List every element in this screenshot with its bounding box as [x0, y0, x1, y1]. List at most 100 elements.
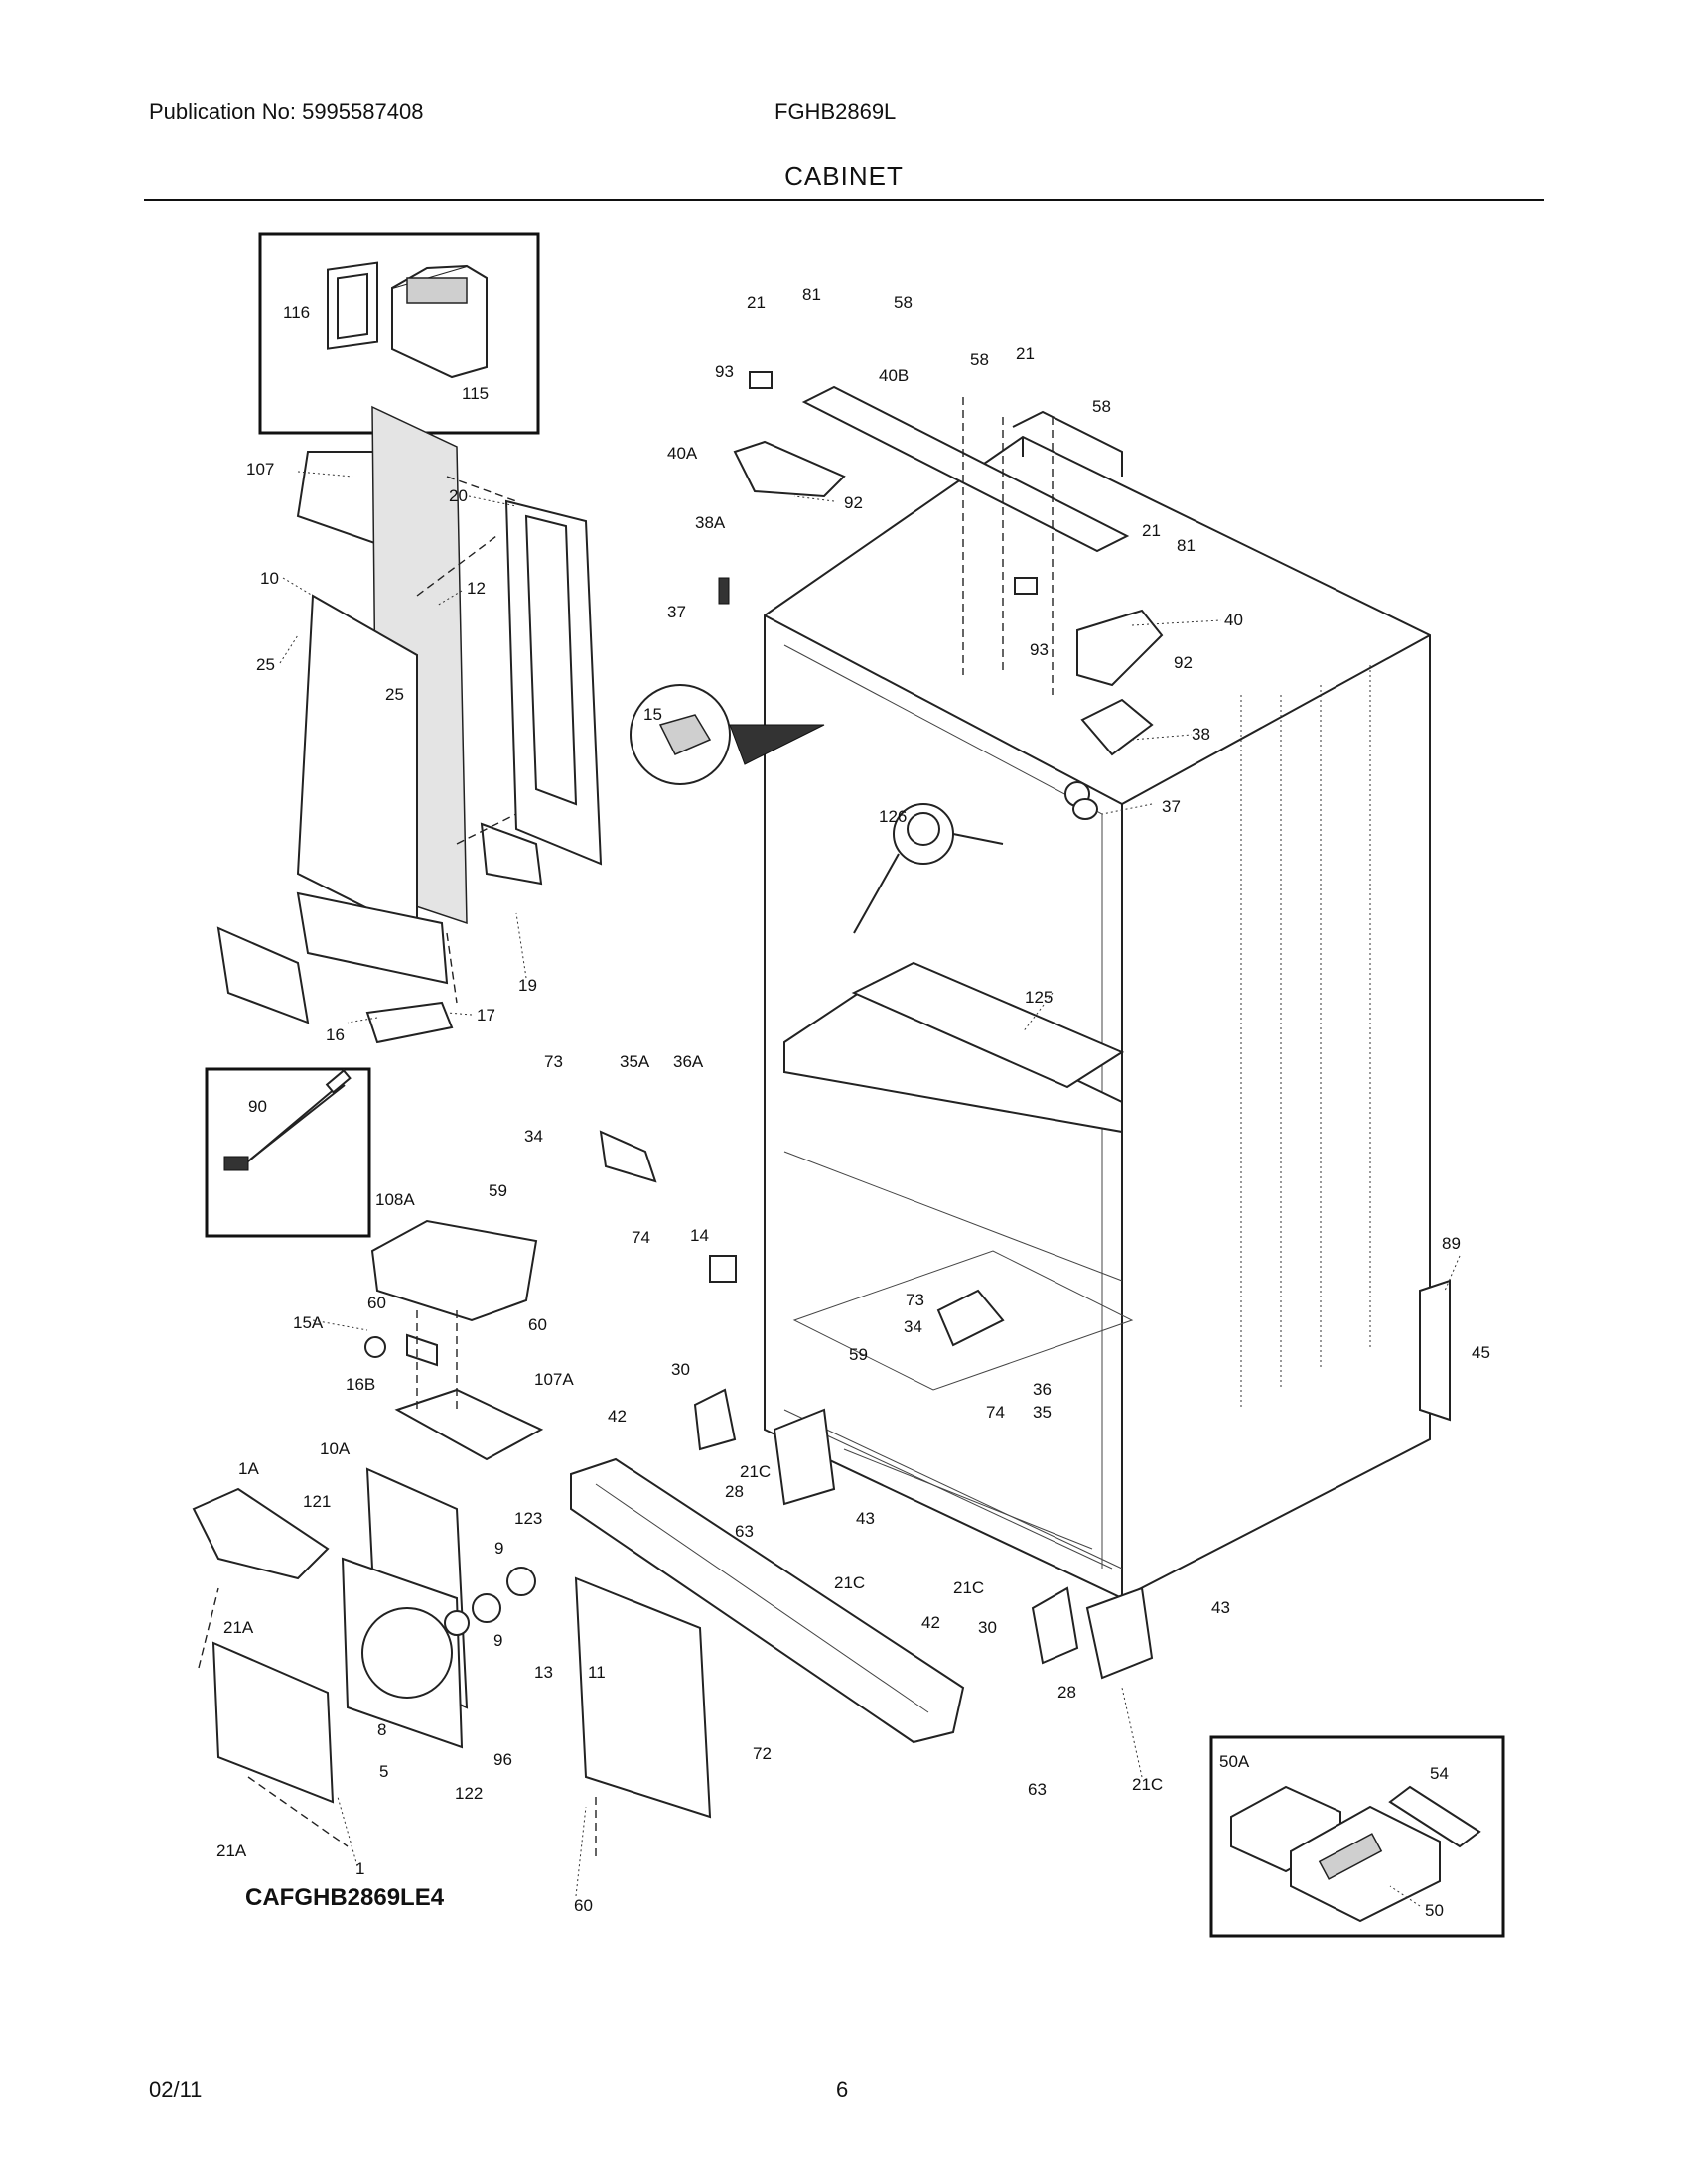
callout: 19 — [518, 976, 537, 995]
callout: 1 — [355, 1859, 364, 1878]
callout: 15A — [293, 1313, 324, 1332]
callout: 35A — [620, 1052, 650, 1071]
callout: 73 — [906, 1291, 924, 1309]
callout: 126 — [879, 807, 907, 826]
callout: 63 — [1028, 1780, 1047, 1799]
callout: 90 — [248, 1097, 267, 1116]
callout-labels: 116 115 107 20 10 12 25 25 19 16 17 21 8… — [216, 285, 1490, 1920]
callout: 37 — [667, 603, 686, 621]
leader-lines — [279, 471, 1461, 1907]
callout: 38 — [1192, 725, 1210, 744]
callout: 93 — [1030, 640, 1049, 659]
callout: 74 — [986, 1403, 1005, 1422]
callout: 40A — [667, 444, 698, 463]
callout: 60 — [367, 1294, 386, 1312]
inset-harness-box — [205, 1067, 371, 1238]
inset-ice-bucket-box — [258, 232, 540, 435]
callout: 21A — [223, 1618, 254, 1637]
callout: 30 — [671, 1360, 690, 1379]
detail-circles — [630, 684, 1004, 934]
callout: 115 — [462, 384, 489, 403]
section-title: CABINET — [784, 161, 904, 191]
callout: 25 — [385, 685, 404, 704]
callout: 58 — [1092, 397, 1111, 416]
callout: 34 — [904, 1317, 922, 1336]
callout: 73 — [544, 1052, 563, 1071]
callout: 36 — [1033, 1380, 1052, 1399]
callout: 20 — [449, 486, 468, 505]
callout: 9 — [493, 1631, 502, 1650]
inset-control-box — [1209, 1735, 1505, 1938]
callout: 30 — [978, 1618, 997, 1637]
callout: 92 — [844, 493, 863, 512]
callout: 89 — [1442, 1234, 1461, 1253]
callout: 58 — [970, 350, 989, 369]
page-number: 6 — [836, 2077, 849, 2102]
callout: 50 — [1425, 1901, 1444, 1920]
model-number: FGHB2869L — [774, 99, 897, 124]
footer-date: 02/11 — [149, 2077, 203, 2102]
callout: 81 — [802, 285, 821, 304]
callout: 50A — [1219, 1752, 1250, 1771]
callout: 5 — [379, 1762, 388, 1781]
callout: 54 — [1430, 1764, 1449, 1783]
callout: 92 — [1174, 653, 1193, 672]
callout: 28 — [725, 1482, 744, 1501]
callout: 108A — [375, 1190, 415, 1209]
callout: 60 — [574, 1896, 593, 1915]
callout: 42 — [608, 1407, 627, 1426]
callout: 43 — [856, 1509, 875, 1528]
callout: 121 — [303, 1492, 331, 1511]
publication-number: Publication No: 5995587408 — [149, 99, 424, 124]
callout: 36A — [673, 1052, 704, 1071]
callout: 40 — [1224, 611, 1243, 629]
callout: 13 — [534, 1663, 553, 1682]
callout: 21 — [1016, 344, 1035, 363]
callout: 8 — [377, 1720, 386, 1739]
callout: 63 — [735, 1522, 754, 1541]
callout: 107A — [534, 1370, 574, 1389]
callout: 21 — [1142, 521, 1161, 540]
callout: 28 — [1057, 1683, 1076, 1702]
callout: 60 — [528, 1315, 547, 1334]
callout: 21C — [834, 1573, 865, 1592]
callout: 74 — [632, 1228, 650, 1247]
callout: 81 — [1177, 536, 1196, 555]
header-rule — [144, 199, 1544, 201]
callout: 34 — [524, 1127, 543, 1146]
lower-grille-assembly — [192, 1457, 965, 1856]
callout: 116 — [283, 303, 310, 322]
callout: 59 — [849, 1345, 868, 1364]
callout: 107 — [246, 460, 274, 478]
callout: 10A — [320, 1439, 351, 1458]
callout: 17 — [477, 1006, 495, 1024]
callout: 16B — [346, 1375, 375, 1394]
callout: 25 — [256, 655, 275, 674]
callout: 42 — [921, 1613, 940, 1632]
callout: 21 — [747, 293, 766, 312]
drawing-code: CAFGHB2869LE4 — [245, 1884, 445, 1911]
callout: 15 — [643, 705, 662, 724]
callout: 21C — [1132, 1775, 1163, 1794]
callout: 35 — [1033, 1403, 1052, 1422]
callout: 43 — [1211, 1598, 1230, 1617]
callout: 37 — [1162, 797, 1181, 816]
callout: 11 — [588, 1663, 606, 1682]
callout: 72 — [753, 1744, 772, 1763]
dispenser-housing — [364, 1219, 544, 1461]
callout: 96 — [493, 1750, 512, 1769]
callout: 40B — [879, 366, 909, 385]
callout: 38A — [695, 513, 726, 532]
callout: 93 — [715, 362, 734, 381]
callout: 14 — [690, 1226, 709, 1245]
callout: 9 — [494, 1539, 503, 1558]
callout: 58 — [894, 293, 913, 312]
callout: 10 — [260, 569, 279, 588]
callout: 16 — [326, 1025, 345, 1044]
callout: 59 — [489, 1181, 507, 1200]
callout: 1A — [238, 1459, 259, 1478]
ice-chute-assembly — [216, 405, 603, 1044]
callout: 123 — [514, 1509, 542, 1528]
callout: 122 — [455, 1784, 483, 1803]
